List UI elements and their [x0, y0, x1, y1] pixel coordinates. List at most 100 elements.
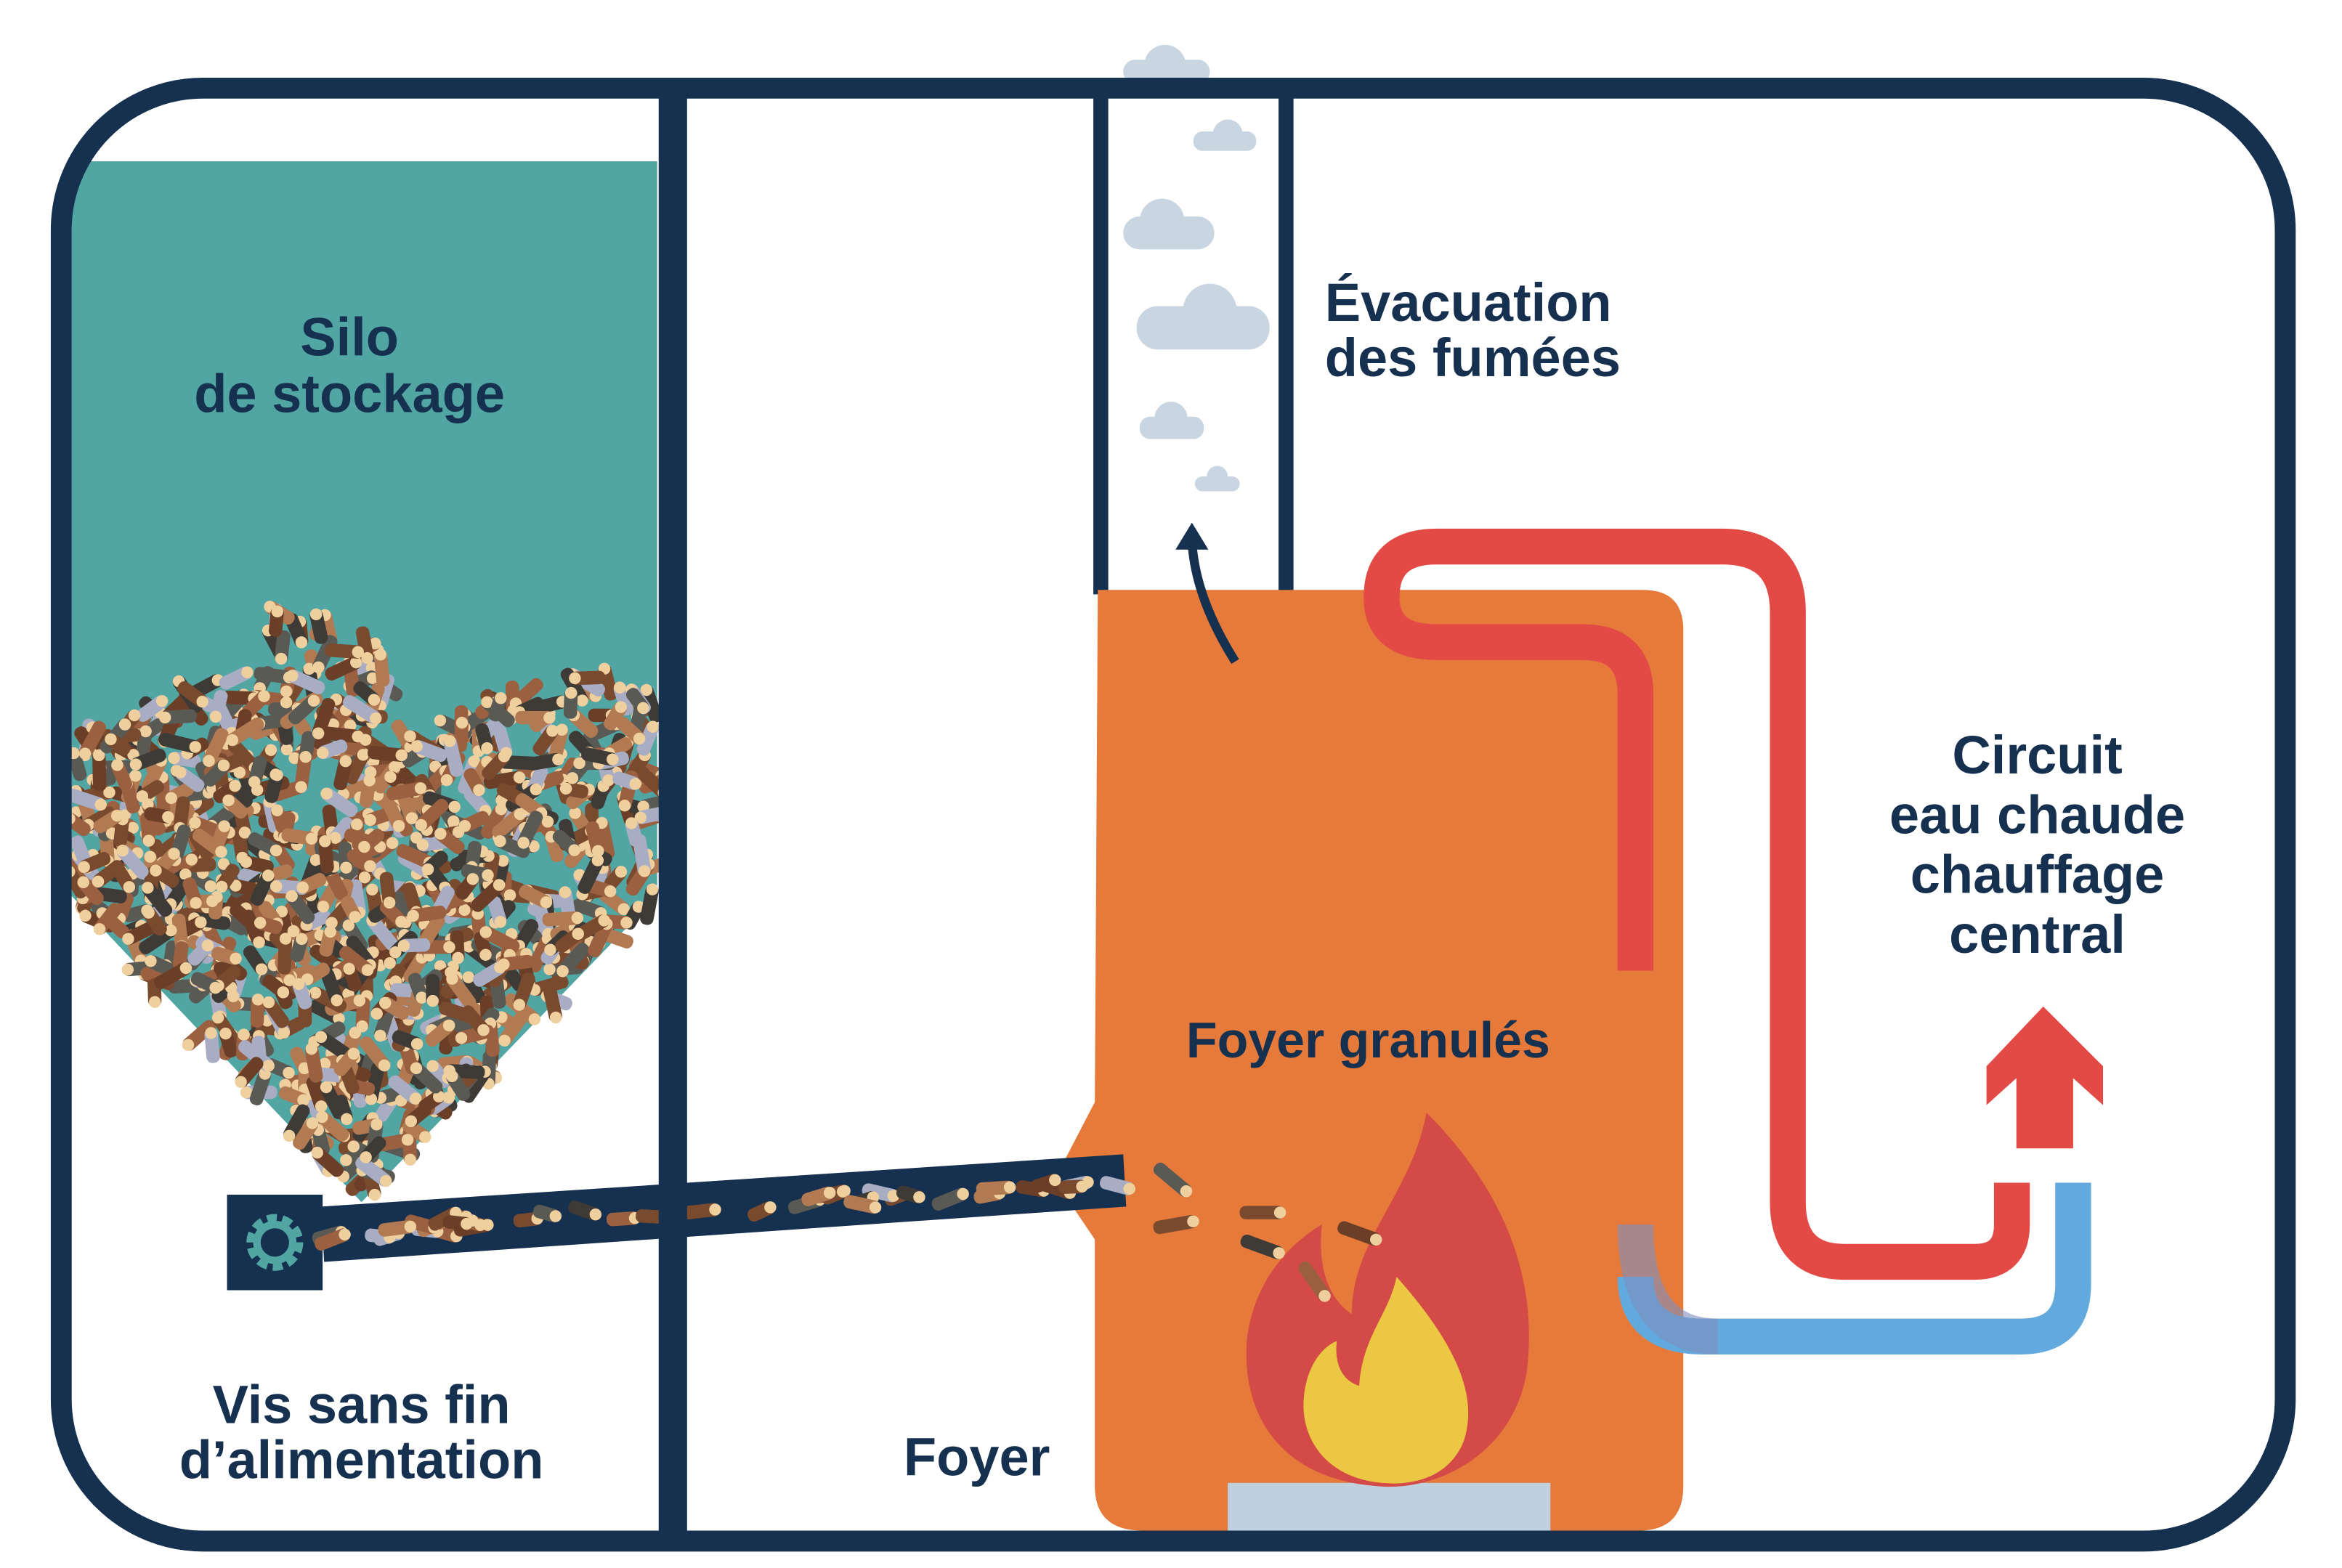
- cloud-icon: [1194, 466, 1240, 492]
- feed-screw-label-line2: d’alimentation: [179, 1430, 544, 1490]
- wood-pellet: [640, 683, 663, 723]
- wood-pellet: [116, 845, 149, 879]
- circuit-label-line2: eau chaude: [1889, 784, 2185, 845]
- wood-pellet: [343, 695, 382, 725]
- wood-pellet: [248, 755, 267, 789]
- wood-pellet: [976, 1180, 1016, 1196]
- wood-pellet: [182, 1020, 216, 1052]
- wood-pellet: [434, 827, 465, 854]
- wood-pellet: [219, 1027, 238, 1058]
- wood-pellet: [410, 740, 447, 763]
- wood-pellet: [397, 938, 431, 953]
- wood-pellet: [548, 723, 569, 762]
- cloud-icon: [1123, 198, 1215, 250]
- wood-pellet: [92, 749, 107, 792]
- wood-pellet: [177, 681, 208, 708]
- wood-pellet: [320, 787, 358, 818]
- wood-pellet: [408, 972, 429, 1004]
- wood-pellet: [471, 879, 506, 912]
- wood-pellet: [222, 794, 248, 819]
- wood-pellet: [318, 835, 334, 874]
- conveyor-pellets: [312, 1162, 1382, 1302]
- wood-pellet: [896, 1185, 925, 1203]
- wood-pellet: [386, 781, 427, 801]
- wood-pellet: [555, 927, 584, 953]
- wood-pellet: [296, 872, 327, 894]
- pipe-blend: [1617, 1224, 1719, 1354]
- wood-pellet: [515, 710, 556, 725]
- wood-pellet: [559, 782, 589, 799]
- wood-pellet: [325, 643, 365, 659]
- wood-pellet: [407, 905, 447, 922]
- wood-pellet: [532, 1204, 562, 1223]
- wood-pellet: [1030, 1174, 1061, 1193]
- wood-pellet: [248, 832, 283, 857]
- wood-pellet: [142, 906, 167, 936]
- wood-pellet: [568, 1201, 602, 1221]
- wood-pellet: [405, 1103, 431, 1128]
- wood-pellet: [174, 766, 205, 792]
- wood-pellet: [93, 903, 122, 935]
- cloud-icon: [1136, 283, 1270, 350]
- wood-pellet: [211, 946, 242, 965]
- wood-pellet: [154, 962, 193, 989]
- wood-pellet: [1240, 1234, 1285, 1259]
- wood-pellet: [453, 716, 469, 752]
- wood-pellet: [78, 852, 111, 874]
- wood-pellet: [475, 723, 494, 755]
- wood-pellet: [209, 689, 228, 723]
- wood-pellet: [379, 872, 397, 909]
- wood-pellet: [517, 811, 543, 849]
- cloud-icon: [1139, 402, 1204, 439]
- wood-pellet: [77, 876, 104, 906]
- wood-pellet: [1153, 1162, 1193, 1198]
- wood-pellet: [1239, 1206, 1287, 1219]
- wood-pellet: [268, 605, 284, 637]
- wood-pellet: [586, 821, 604, 857]
- wood-pellet: [333, 1094, 353, 1126]
- wood-pellet: [235, 1057, 264, 1089]
- pellet-burner-label: Foyer granulés: [1186, 1012, 1550, 1068]
- wood-pellet: [277, 933, 293, 975]
- wood-pellet: [283, 1104, 310, 1142]
- wood-pellet: [604, 701, 628, 731]
- wood-pellet: [463, 768, 485, 797]
- wood-pellet: [203, 728, 229, 767]
- wood-pellet: [333, 1047, 360, 1076]
- wood-pellet: [314, 1228, 351, 1251]
- wood-pellet: [292, 978, 312, 1010]
- wood-pellet: [450, 930, 465, 964]
- hot-water-outlet-pipe: [1364, 528, 2030, 1280]
- wood-pellet: [190, 972, 222, 994]
- wood-pellet: [66, 788, 107, 811]
- conveyor-motor: [227, 1194, 323, 1291]
- wood-pellet: [309, 608, 328, 644]
- wood-pellet: [254, 916, 283, 935]
- wood-pellet: [306, 1076, 328, 1113]
- wood-pellet: [165, 782, 194, 805]
- wood-pellet: [388, 1075, 422, 1105]
- wood-pellet: [317, 739, 348, 760]
- wood-pellet: [455, 873, 479, 900]
- feed-screw-label-line1: Vis sans fin: [213, 1375, 511, 1435]
- wood-pellet: [187, 939, 214, 966]
- wood-pellet: [275, 630, 291, 665]
- wood-pellet: [281, 828, 318, 845]
- wood-pellet: [1298, 1261, 1331, 1302]
- circuit-label-line1: Circuit: [1952, 725, 2122, 785]
- wood-pellet: [139, 924, 177, 955]
- wood-pellet: [379, 996, 410, 1020]
- wood-pellet: [238, 1040, 275, 1072]
- wood-pellet: [359, 1036, 391, 1072]
- wood-pellet: [136, 695, 169, 723]
- wood-pellet: [288, 694, 320, 725]
- wood-pellet: [606, 1211, 641, 1227]
- wood-pellet: [158, 709, 197, 725]
- wood-pellet: [1058, 1179, 1088, 1194]
- wood-pellet: [498, 1010, 529, 1047]
- wood-pellet: [285, 890, 315, 925]
- wood-pellet: [240, 855, 274, 874]
- wood-pellet: [299, 731, 316, 763]
- wood-pellet: [309, 986, 347, 1013]
- wood-pellet: [542, 911, 584, 927]
